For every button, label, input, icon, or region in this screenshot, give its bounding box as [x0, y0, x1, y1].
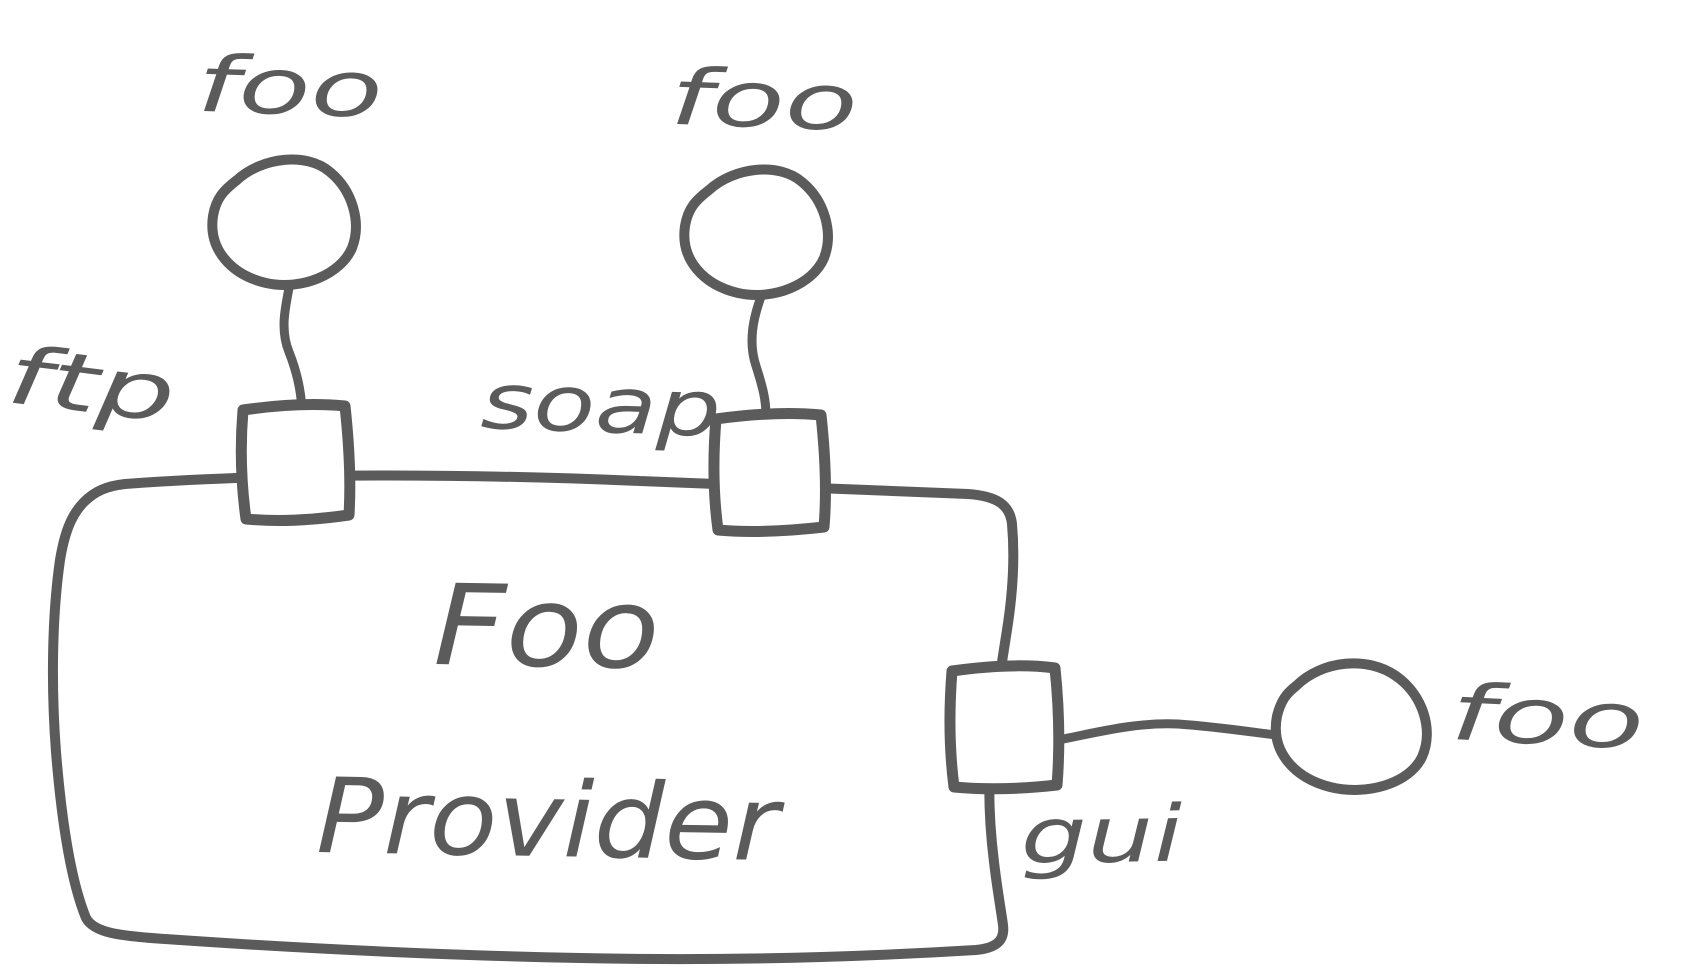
port-label-soap: soap: [479, 357, 722, 455]
interface-label-foo-2: foo: [668, 53, 859, 150]
component-label-line2: Provider: [316, 755, 787, 885]
port-label-ftp: ftp: [2, 328, 180, 441]
component-label-line1: Foo: [433, 561, 661, 695]
interface-balloon-3: [1270, 658, 1432, 795]
connector-foo-to-ftp-port: [279, 278, 307, 415]
port-label-gui: gui: [1020, 790, 1184, 883]
port-gui: [944, 660, 1065, 795]
interface-balloon-2: [679, 164, 833, 300]
port-ftp: [235, 399, 356, 526]
connector-foo-to-soap-port: [747, 289, 771, 421]
interface-label-foo-1: foo: [195, 40, 384, 136]
port-soap: [708, 408, 831, 537]
interface-balloon-1: [207, 154, 361, 290]
connector-gui-port-to-foo: [1053, 719, 1281, 745]
component-box: [47, 470, 1019, 964]
interface-label-foo-3: foo: [1448, 668, 1646, 768]
